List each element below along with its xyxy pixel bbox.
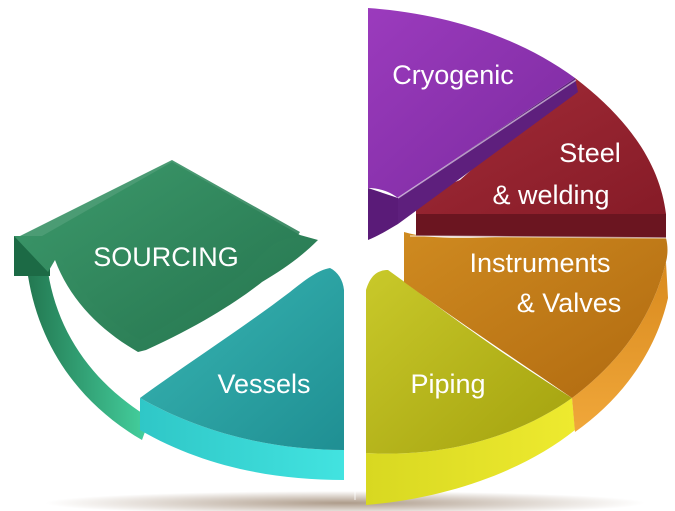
vessels-face bbox=[140, 268, 344, 450]
segment-cryogenic: Cryogenic bbox=[368, 8, 578, 240]
segment-sourcing: SOURCING bbox=[14, 160, 318, 440]
instruments-label-line1: Instruments bbox=[469, 248, 610, 278]
steel-label-line2: & welding bbox=[492, 180, 609, 210]
cryogenic-side bbox=[368, 188, 398, 240]
separator-cryo-steel bbox=[397, 79, 577, 199]
steel-face bbox=[416, 78, 666, 214]
segment-instruments-valves: Instruments & Valves bbox=[404, 232, 668, 432]
piping-side bbox=[366, 398, 575, 505]
segment-steel-welding: Steel & welding bbox=[416, 78, 666, 238]
separator-steel-instruments bbox=[409, 235, 669, 239]
cryogenic-label: Cryogenic bbox=[392, 60, 514, 90]
instruments-label-line2: & Valves bbox=[517, 288, 622, 318]
segment-vessels: Vessels bbox=[140, 268, 344, 480]
sourcing-face-top bbox=[20, 160, 300, 340]
floor-shadow bbox=[45, 491, 645, 511]
piping-label: Piping bbox=[410, 369, 485, 399]
steel-side bbox=[416, 210, 666, 238]
segment-piping: Piping bbox=[366, 270, 575, 505]
vessels-label: Vessels bbox=[217, 369, 310, 399]
cryogenic-side-right bbox=[398, 78, 578, 224]
instruments-face bbox=[404, 232, 668, 398]
instruments-side bbox=[572, 262, 668, 432]
sourcing-side bbox=[14, 236, 150, 440]
sourcing-label: SOURCING bbox=[93, 242, 239, 272]
steel-label-line1: Steel bbox=[559, 138, 621, 168]
sourcing-arrow-side bbox=[14, 236, 50, 276]
segment-separators bbox=[354, 79, 669, 500]
cryogenic-face bbox=[368, 8, 575, 198]
vessels-side bbox=[140, 398, 344, 480]
piping-face bbox=[366, 270, 572, 454]
